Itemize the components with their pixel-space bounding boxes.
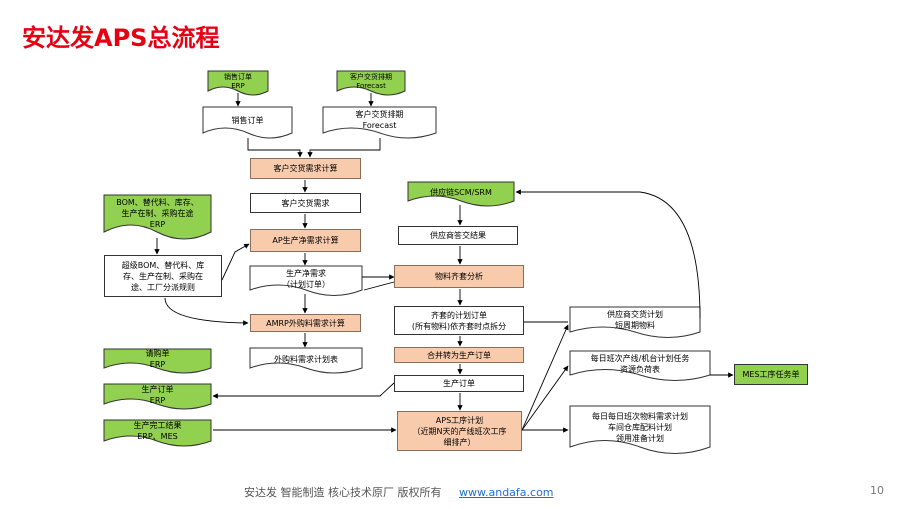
node-purchase-order-erp: 请购单 ERP xyxy=(145,349,170,369)
node-forecast: 客户交货排期 Forecast xyxy=(355,110,404,130)
node-daily-load: 每日班次产线/机台计划任务 资源负荷表 xyxy=(590,353,690,374)
node-net-demand: 生产净需求 （计划订单） xyxy=(282,269,330,289)
doc-shape-sales-order xyxy=(202,106,293,139)
node-forecast-erp: 客户交货排期 Forecast xyxy=(350,73,392,90)
doc-shape-supply-scm xyxy=(407,181,515,207)
doc-shape-prod-order-erp xyxy=(103,383,212,410)
node-mes-task: MES工序任务单 xyxy=(734,364,808,385)
doc-shape-supplier-delivery xyxy=(569,306,701,338)
doc-shape-sales-order-erp xyxy=(207,70,269,96)
doc-shape-net-demand xyxy=(249,265,363,296)
node-ap-net-calc: AP生产净需求计算 xyxy=(250,229,361,252)
node-customer-demand: 客户交货需求 xyxy=(250,193,361,213)
node-merge-orders: 合并转为生产订单 xyxy=(394,347,524,363)
node-rules: 超级BOM、替代料、库 存、生产在制、采购在 途、工厂分派规则 xyxy=(104,255,222,297)
doc-shape-forecast-erp xyxy=(336,70,406,96)
node-sales-order: 销售订单 xyxy=(231,115,264,125)
node-aps-schedule: APS工序计划 （近期N天的产线班次工序 细排产） xyxy=(397,411,522,451)
node-sales-order-erp: 销售订单 ERP xyxy=(224,73,252,90)
footer-link[interactable]: www.andafa.com xyxy=(459,486,554,499)
doc-shape-purchase-plan xyxy=(249,347,363,374)
node-bom-source: BOM、替代料、库存、 生产在制、采购在途 ERP xyxy=(116,197,199,229)
doc-shape-daily-material xyxy=(569,405,711,454)
node-purchase-plan: 外购料需求计划表 xyxy=(274,354,338,364)
doc-shape-daily-load xyxy=(569,350,711,381)
node-supply-scm: 供应链SCM/SRM xyxy=(430,187,492,197)
node-kitting: 物料齐套分析 xyxy=(394,265,524,288)
footer: 安达发 智能制造 核心技术原厂 版权所有 www.andafa.com xyxy=(244,484,554,500)
node-supplier-delivery: 供应商交货计划 短周期物料 xyxy=(607,310,663,330)
node-production-order: 生产订单 xyxy=(394,375,524,392)
node-completion-erp: 生产完工结果 ERP、MES xyxy=(133,421,182,441)
doc-shape-bom-source xyxy=(103,194,212,240)
node-amrp-calc: AMRP外购料需求计算 xyxy=(250,314,361,332)
doc-shape-completion-erp xyxy=(103,419,212,447)
node-daily-material: 每日每日班次物料需求计划 车间仓库配料计划 领用准备计划 xyxy=(592,411,688,443)
doc-shape-forecast xyxy=(322,106,437,139)
node-customer-demand-calc: 客户交货需求计算 xyxy=(250,158,361,179)
node-kitted-orders: 齐套的计划订单 (所有物料)依齐套时点拆分 xyxy=(394,306,524,335)
doc-shape-po-erp xyxy=(103,348,212,374)
footer-text: 安达发 智能制造 核心技术原厂 版权所有 xyxy=(244,486,442,499)
node-supplier-result: 供应商答交结果 xyxy=(398,226,518,245)
node-production-order-erp: 生产订单 ERP xyxy=(141,384,174,405)
page-number: 10 xyxy=(870,484,884,497)
page-title: 安达发APS总流程 xyxy=(22,24,220,52)
